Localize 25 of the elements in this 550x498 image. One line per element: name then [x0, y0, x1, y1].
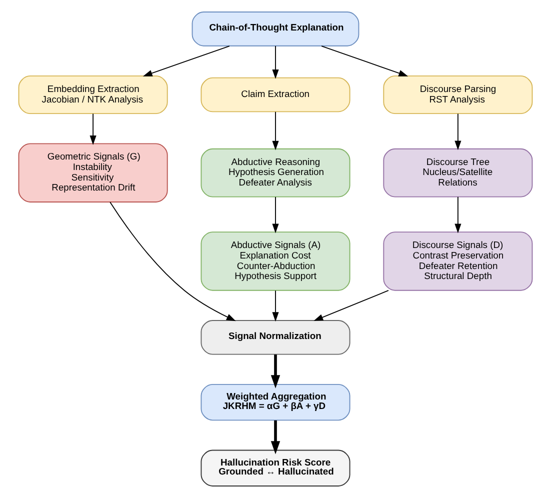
arrow: [270, 354, 280, 388]
node-box: Chain-of-Thought Explanation: [191, 12, 359, 46]
arrow: [270, 420, 280, 454]
arrow: [272, 290, 278, 322]
node-box: Hallucination Risk Score Grounded ↔ Hallucinated: [200, 450, 350, 486]
arrow: [142, 46, 230, 76]
node-box: Abductive Reasoning Hypothesis Generation Defeater Analysis: [200, 148, 350, 198]
node-box: Discourse Signals (D) Contrast Preservation Defeater Retention Structural Depth: [382, 232, 532, 291]
arrow: [320, 46, 408, 76]
arrow: [89, 113, 96, 145]
node-box: Discourse Parsing RST Analysis: [382, 76, 532, 114]
arrow: [454, 196, 461, 234]
node-box: Embedding Extraction Jacobian / NTK Analysis: [18, 76, 168, 114]
node-box: Claim Extraction: [200, 77, 350, 112]
arrow: [109, 202, 236, 322]
node-box: Weighted Aggregation JKRHM = αG + βA + γD: [200, 384, 350, 421]
arrow: [272, 111, 278, 150]
arrow: [272, 46, 278, 79]
arrow: [272, 196, 278, 234]
node-box: Signal Normalization: [200, 320, 350, 355]
node-box: Geometric Signals (G) Instability Sensitivity Representation Drift: [18, 143, 168, 202]
arrow: [454, 113, 461, 150]
node-box: Discourse Tree Nucleus/Satellite Relations: [382, 148, 532, 198]
arrow: [313, 290, 388, 321]
node-box: Abductive Signals (A) Explanation Cost Counter-Abduction Hypothesis Support: [200, 232, 350, 291]
